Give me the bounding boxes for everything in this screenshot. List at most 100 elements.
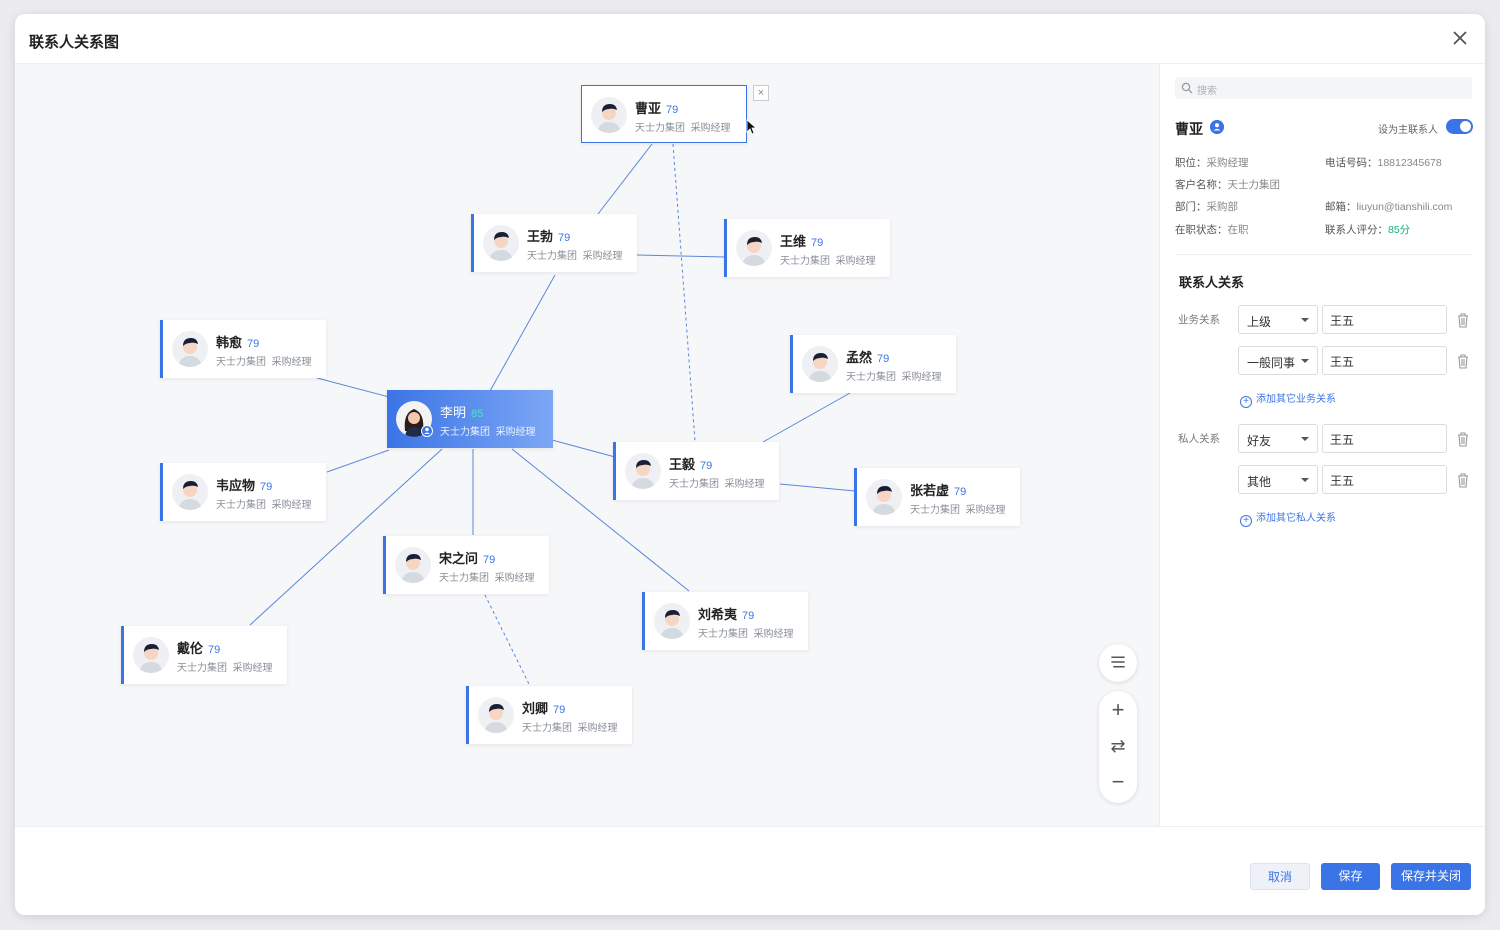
node-role: 采购经理	[582, 251, 623, 262]
node-company: 天士力集团	[527, 251, 577, 262]
avatar	[802, 346, 838, 382]
chevron-down-icon	[1301, 359, 1309, 363]
node-company: 天士力集团	[439, 573, 489, 584]
cancel-button[interactable]: 取消	[1250, 863, 1310, 890]
zoom-in-icon[interactable]: +	[1111, 697, 1125, 722]
divider	[1175, 254, 1472, 255]
avatar	[736, 230, 772, 266]
business-relation-type-select[interactable]: 上级	[1238, 305, 1318, 334]
business-relation-person-input[interactable]: 王五	[1322, 346, 1447, 375]
node-score: 79	[247, 338, 260, 350]
node-score: 79	[811, 237, 824, 249]
node-role: 采购经理	[494, 573, 535, 584]
avatar	[395, 547, 431, 583]
node-role: 采购经理	[271, 500, 312, 511]
add-business-relation-link[interactable]: +添加其它业务关系	[1240, 390, 1336, 408]
trash-icon[interactable]	[1456, 472, 1470, 488]
personal-relation-person-input[interactable]: 王五	[1322, 424, 1447, 453]
node-company: 天士力集团	[440, 427, 490, 438]
close-icon[interactable]	[1451, 29, 1469, 47]
info-status: 在职状态：在职	[1175, 222, 1249, 237]
info-value: 天士力集团	[1227, 179, 1281, 191]
avatar	[478, 697, 514, 733]
node-name: 王维	[780, 234, 807, 249]
edge-liming-wangyi	[551, 439, 616, 458]
trash-icon[interactable]	[1456, 431, 1470, 447]
trash-icon[interactable]	[1456, 353, 1470, 369]
info-label: 联系人评分：	[1325, 224, 1388, 236]
node-score: 79	[553, 704, 566, 716]
zoom-out-icon[interactable]: −	[1111, 769, 1125, 794]
business-relation-person-input[interactable]: 王五	[1322, 305, 1447, 334]
chevron-down-icon	[1301, 478, 1309, 482]
node-score: 79	[208, 644, 221, 656]
list-icon[interactable]	[1099, 644, 1137, 680]
save-button[interactable]: 保存	[1321, 863, 1380, 890]
node-role: 采购经理	[901, 372, 942, 383]
node-company: 天士力集团	[846, 372, 896, 383]
edge-hanyu-liming	[316, 377, 390, 398]
edge-wangbo-liming	[489, 274, 556, 392]
select-value: 其他	[1247, 475, 1272, 489]
personal-relation-person-input[interactable]: 王五	[1322, 465, 1447, 494]
save-and-close-button[interactable]: 保存并关闭	[1391, 863, 1471, 890]
info-value: 85分	[1388, 224, 1411, 236]
search-box[interactable]: 搜索	[1175, 77, 1472, 99]
delete-node-icon[interactable]: ×	[753, 85, 769, 101]
primary-contact-toggle[interactable]	[1446, 119, 1473, 134]
chevron-down-icon	[1301, 318, 1309, 322]
node-name: 王毅	[669, 457, 696, 472]
business-relation-type-select[interactable]: 一般同事	[1238, 346, 1318, 375]
dialog-header: 联系人关系图	[15, 14, 1485, 64]
primary-contact-badge-icon	[421, 425, 433, 437]
trash-icon[interactable]	[1456, 312, 1470, 328]
info-label: 邮箱：	[1325, 201, 1357, 213]
select-value: 上级	[1247, 315, 1272, 329]
info-label: 职位：	[1175, 157, 1207, 169]
personal-relation-label: 私人关系	[1178, 433, 1220, 445]
node-company: 天士力集团	[522, 723, 572, 734]
personal-relation-type-select[interactable]: 其他	[1238, 465, 1318, 494]
info-value: 在职	[1227, 224, 1249, 236]
add-link-label: 添加其它私人关系	[1256, 513, 1336, 524]
reset-layout-icon[interactable]: ⇄	[1110, 736, 1126, 756]
avatar	[396, 401, 432, 437]
personal-relation-type-select[interactable]: 好友	[1238, 424, 1318, 453]
node-role: 采购经理	[835, 256, 876, 267]
node-role: 采购经理	[965, 505, 1006, 516]
edge-liming-liuxiyi	[511, 448, 690, 592]
edge-songzhiwen-liuqing	[484, 594, 531, 687]
add-personal-relation-link[interactable]: +添加其它私人关系	[1240, 509, 1336, 527]
node-name: 韦应物	[216, 478, 256, 493]
info-value: 采购经理	[1206, 157, 1249, 169]
info-phone: 电话号码：18812345678	[1325, 155, 1442, 170]
search-input[interactable]: 搜索	[1197, 86, 1217, 97]
business-relation-label: 业务关系	[1178, 314, 1220, 326]
avatar	[866, 479, 902, 515]
avatar	[172, 474, 208, 510]
info-label: 在职状态：	[1175, 224, 1228, 236]
node-role: 采购经理	[495, 427, 536, 438]
dialog-footer: 取消 保存 保存并关闭	[15, 826, 1485, 915]
info-value: 18812345678	[1377, 157, 1442, 169]
edge-wangyi-zhangruoxu	[779, 483, 856, 492]
edge-caoya-wangyi	[672, 143, 696, 442]
edge-liming-dailun	[249, 448, 443, 626]
info-rating: 联系人评分：85分	[1325, 222, 1410, 237]
avatar	[654, 603, 690, 639]
